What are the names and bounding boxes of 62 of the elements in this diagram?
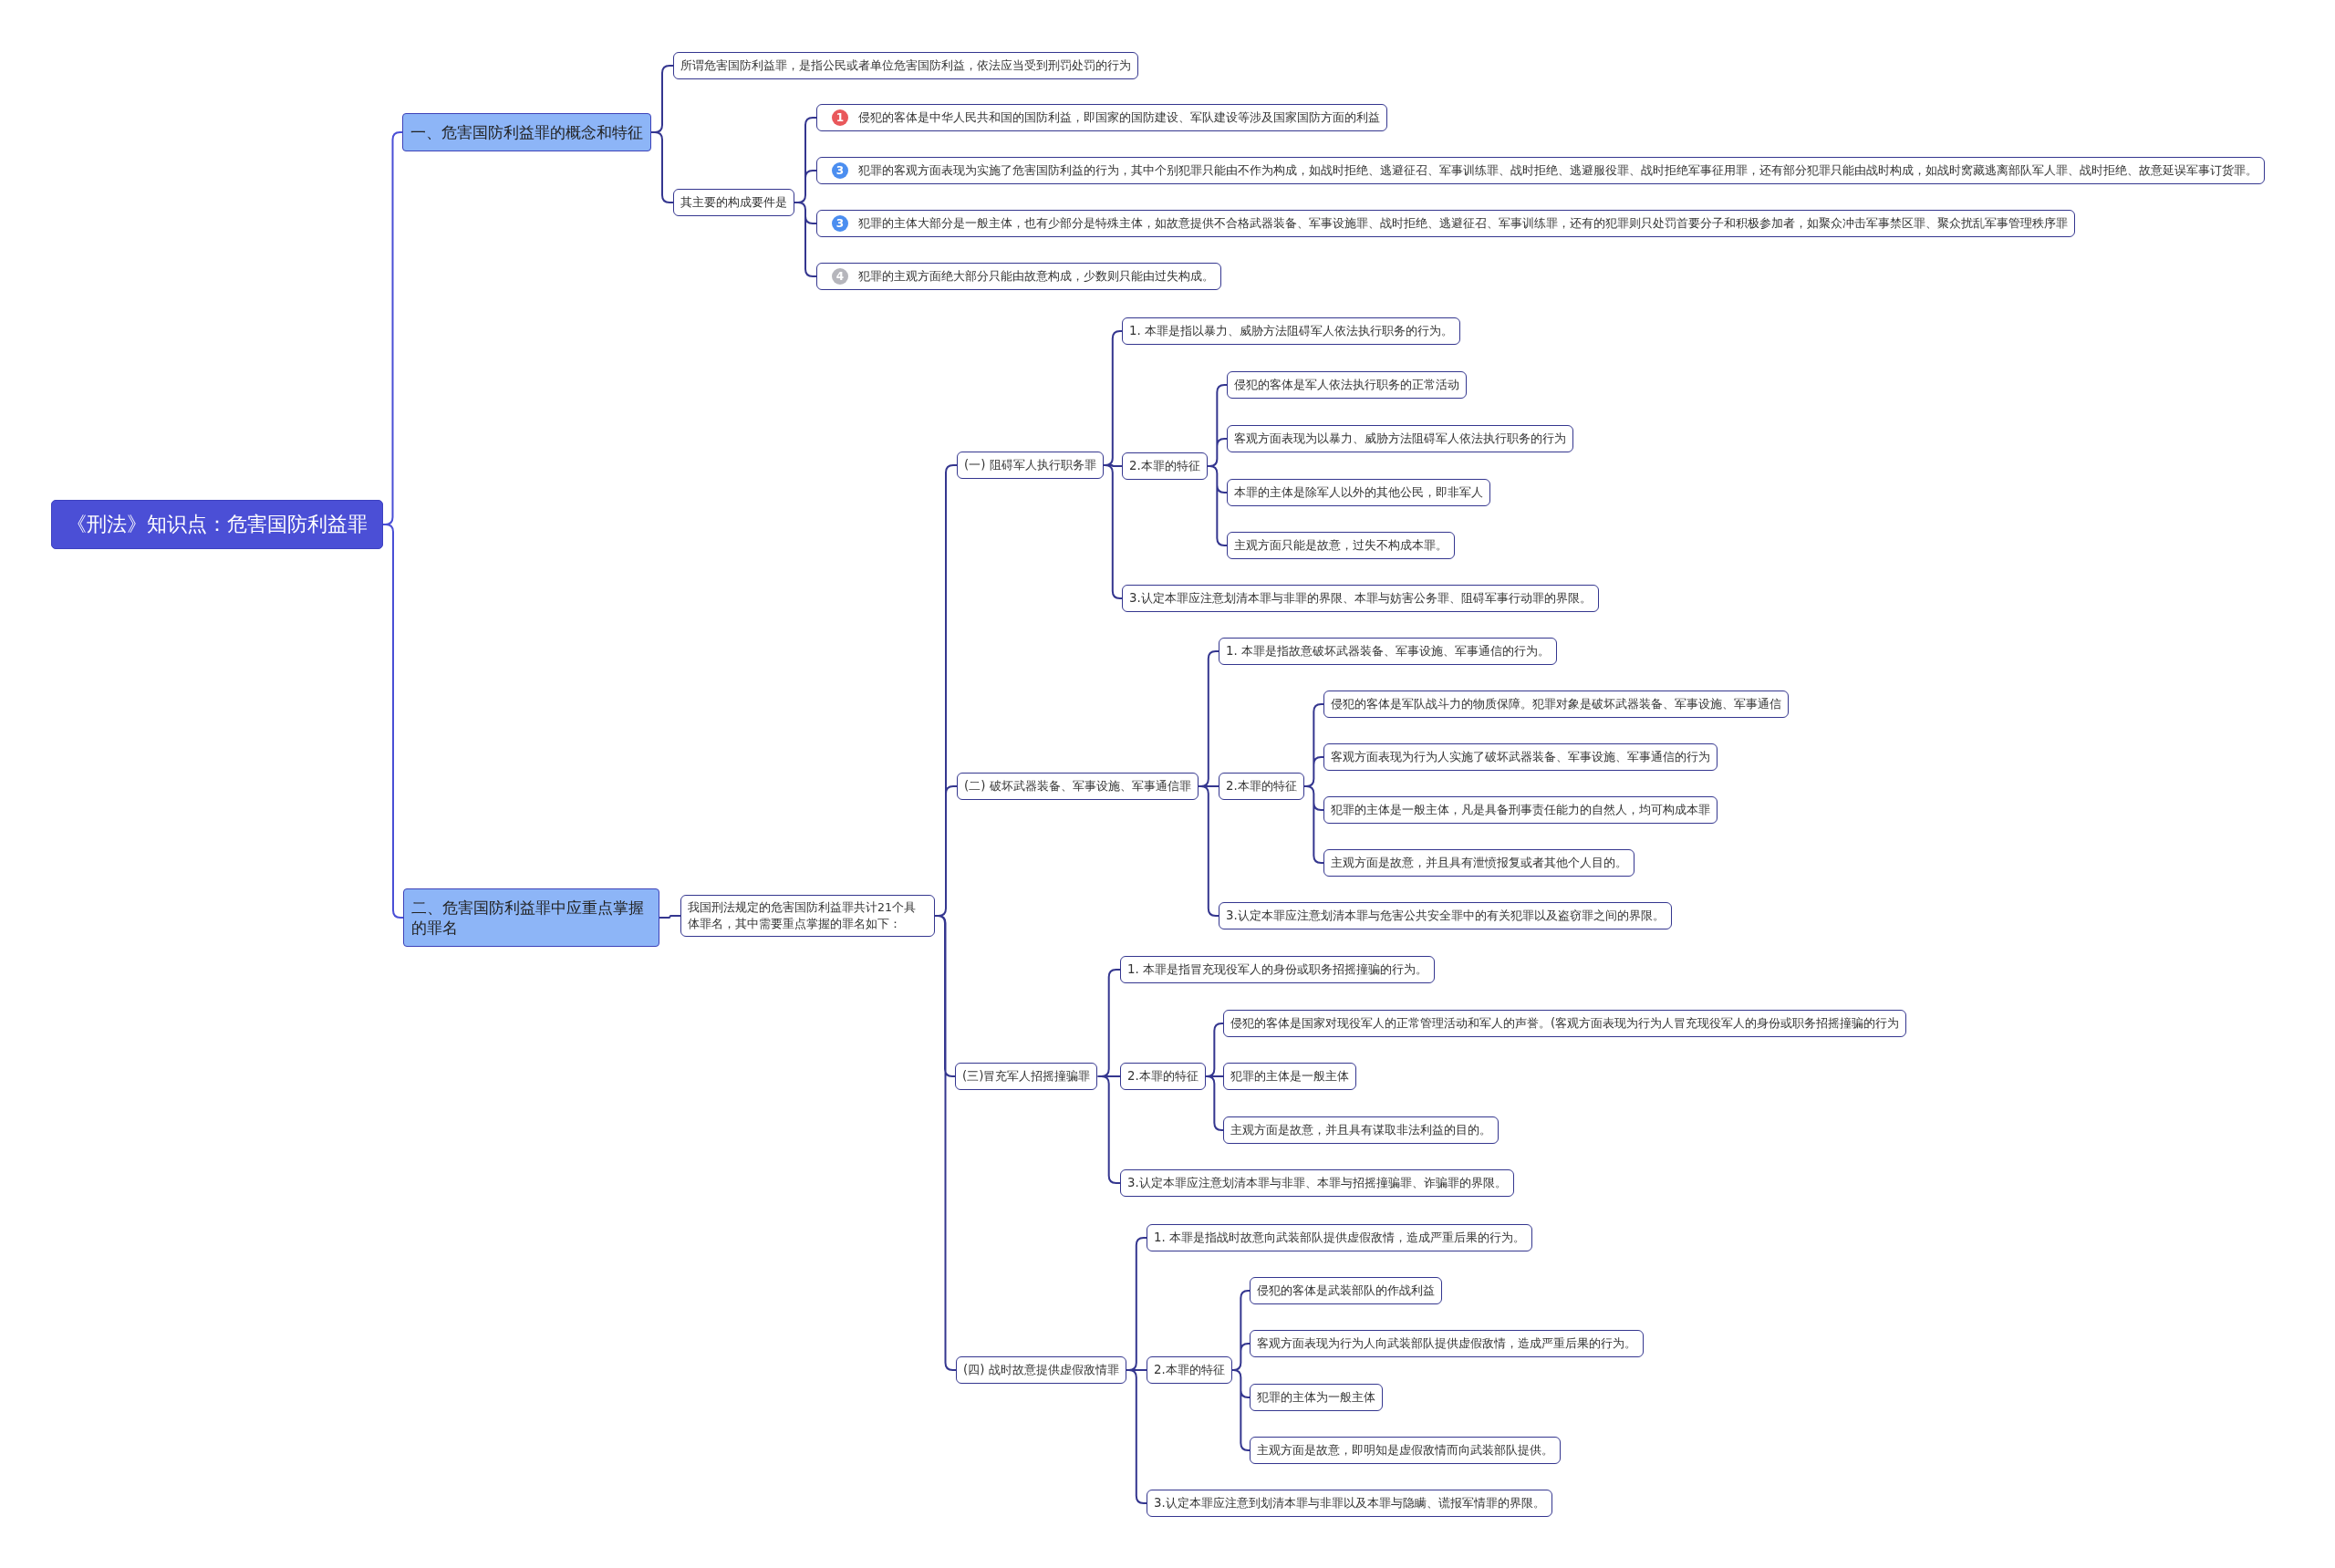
topic-box: 主观方面是故意，即明知是虚假敌情而向武装部队提供。 — [1250, 1437, 1561, 1464]
connector-line — [1206, 384, 1228, 546]
topic-box: 1. 本罪是指以暴力、威胁方法阻碍军人依法执行职务的行为。 — [1122, 317, 1460, 345]
topic-box: (二) 破坏武器装备、军事设施、军事通信罪 — [957, 773, 1199, 800]
topic-box: 侵犯的客体是武装部队的作战利益 — [1250, 1277, 1442, 1304]
connector-line — [794, 117, 817, 277]
connector-line — [1096, 969, 1121, 1184]
topic-box: (一) 阻碍军人执行职务罪 — [957, 452, 1104, 479]
topic-box: 其主要的构成要件是 — [673, 189, 794, 216]
topic-box: 1. 本罪是指故意破坏武器装备、军事设施、军事通信的行为。 — [1219, 638, 1557, 665]
topic-box: 犯罪的主体为一般主体 — [1250, 1384, 1383, 1411]
topic-box: 我国刑法规定的危害国防利益罪共计21个具体罪名，其中需要重点掌握的罪名如下： — [680, 895, 935, 937]
topic-box: 2.本罪的特征 — [1219, 773, 1304, 800]
topic-box — [816, 210, 2075, 237]
topic-box: 3.认定本罪应注意划清本罪与非罪、本罪与招摇撞骗罪、诈骗罪的界限。 — [1120, 1169, 1514, 1197]
connector-line — [1230, 1290, 1251, 1451]
topic-box: 1. 本罪是指战时故意向武装部队提供虚假敌情，造成严重后果的行为。 — [1147, 1224, 1532, 1251]
topic-box: 3.认定本罪应注意到划清本罪与非罪以及本罪与隐瞒、谎报军情罪的界限。 — [1147, 1490, 1552, 1517]
priority-badge: 3 — [832, 215, 848, 232]
topic-box: 主观方面只能是故意，过失不构成本罪。 — [1227, 532, 1455, 559]
topic-box: 3.认定本罪应注意划清本罪与危害公共安全罪中的有关犯罪以及盗窃罪之间的界限。 — [1219, 902, 1672, 929]
root-topic: 《刑法》知识点：危害国防利益罪 — [51, 500, 383, 549]
topic-box: 3.认定本罪应注意划清本罪与非罪的界限、本罪与妨害公务罪、阻碍军事行动罪的界限。 — [1122, 585, 1599, 612]
connector-line — [382, 131, 404, 919]
topic-box: 1. 本罪是指冒充现役军人的身份或职务招摇撞骗的行为。 — [1120, 956, 1435, 983]
topic-box: 本罪的主体是除军人以外的其他公民，即非军人 — [1227, 479, 1490, 506]
topic-box — [816, 157, 2265, 184]
topic-box: (四) 战时故意提供虚假敌情罪 — [956, 1356, 1126, 1384]
topic-box: 客观方面表现为行为人向武装部队提供虚假敌情，造成严重后果的行为。 — [1250, 1330, 1644, 1357]
topic-box — [816, 104, 1387, 131]
connector-line — [1302, 703, 1324, 864]
connector-line — [1197, 650, 1219, 917]
topic-text: 犯罪的主观方面绝大部分只能由故意构成，少数则只能由过失构成。 — [858, 269, 1214, 283]
connector-line — [1125, 1237, 1147, 1504]
connector-line — [659, 915, 681, 919]
topic-box: 2.本罪的特征 — [1122, 452, 1208, 480]
topic-text: 侵犯的客体是中华人民共和国的国防利益，即国家的国防建设、军队建设等涉及国家国防方面的利益 — [858, 110, 1380, 124]
connector-line — [650, 65, 674, 203]
topic-box: 犯罪的主体是一般主体 — [1223, 1063, 1356, 1090]
priority-badge: 1 — [832, 109, 848, 126]
topic-box: 主观方面是故意，并且具有谋取非法利益的目的。 — [1223, 1116, 1499, 1144]
connector-line — [1102, 330, 1123, 599]
connector-line — [1204, 1023, 1224, 1131]
main-topic: 二、危害国防利益罪中应重点掌握的罪名 — [403, 888, 659, 947]
topic-text: 犯罪的客观方面表现为实施了危害国防利益的行为，其中个别犯罪只能由不作为构成，如战时拒绝、逃避征召、军事训练罪、战时拒绝、逃避服役罪、战时拒绝军事征用罪，还有部分犯罪只能由战时构成，如战时窝藏逃离部队军人罪、战时拒绝、故意延误军事订货罪。 — [858, 163, 2257, 177]
topic-box: 主观方面是故意，并且具有泄愤报复或者其他个人目的。 — [1323, 849, 1634, 877]
topic-box: 客观方面表现为行为人实施了破坏武器装备、军事设施、军事通信的行为 — [1323, 743, 1718, 771]
priority-badge: 4 — [832, 268, 848, 285]
topic-box: 客观方面表现为以暴力、威胁方法阻碍军人依法执行职务的行为 — [1227, 425, 1573, 452]
topic-box: 2.本罪的特征 — [1120, 1063, 1206, 1090]
topic-box: (三)冒充军人招摇撞骗罪 — [955, 1063, 1098, 1090]
topic-box: 侵犯的客体是国家对现役军人的正常管理活动和军人的声誉。(客观方面表现为行为人冒充现役军人的身份或职务招摇撞骗的行为 — [1223, 1010, 1907, 1037]
topic-box — [816, 263, 1221, 290]
topic-box: 所谓危害国防利益罪，是指公民或者单位危害国防利益，依法应当受到刑罚处罚的行为 — [673, 52, 1138, 79]
topic-box: 侵犯的客体是军人依法执行职务的正常活动 — [1227, 371, 1467, 399]
priority-badge: 3 — [832, 162, 848, 179]
connector-line — [934, 464, 958, 1371]
topic-box: 侵犯的客体是军队战斗力的物质保障。犯罪对象是破坏武器装备、军事设施、军事通信 — [1323, 691, 1789, 718]
topic-text: 犯罪的主体大部分是一般主体，也有少部分是特殊主体，如故意提供不合格武器装备、军事设施罪、战时拒绝、逃避征召、军事训练罪，还有的犯罪则只处罚首要分子和积极参加者，如聚众冲击军事禁区罪、聚众扰乱军事管理秩序罪 — [858, 216, 2068, 230]
topic-box: 2.本罪的特征 — [1147, 1356, 1232, 1384]
main-topic: 一、危害国防利益罪的概念和特征 — [402, 113, 651, 151]
topic-box: 犯罪的主体是一般主体，凡是具备刑事责任能力的自然人，均可构成本罪 — [1323, 796, 1718, 824]
